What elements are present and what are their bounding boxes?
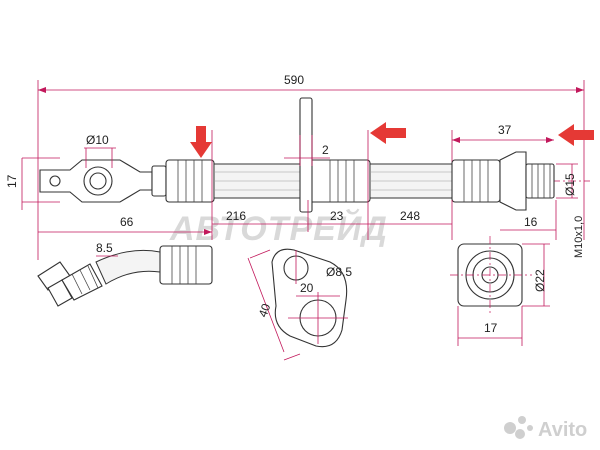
eye-fitting: Ø10 — [39, 133, 153, 203]
span-216-label: 216 — [226, 209, 246, 223]
span-dimensions: 66 216 23 248 16 — [38, 130, 557, 240]
hex-end-view: Ø22 17 — [450, 236, 550, 346]
arrow-left-icon — [558, 124, 594, 146]
hex-width-label: 17 — [484, 321, 498, 335]
left-height-label: 17 — [5, 174, 19, 188]
bracket-thickness-dimension: 2 — [284, 135, 330, 166]
thread-label: M10x1,0 — [573, 216, 585, 258]
arrow-left-icon — [370, 122, 406, 144]
left-height-dimension: 17 — [5, 157, 60, 210]
arrow-down-icon — [190, 126, 212, 158]
hose-assembly — [151, 97, 555, 213]
bracket-width-label: 20 — [300, 281, 314, 295]
bracket-detail-view: Ø8.5 20 40 — [247, 248, 352, 361]
overall-dimension: 590 — [37, 73, 585, 260]
watermark: АВТОТРЕЙД — [169, 209, 388, 248]
avito-logo-icon: Avito — [504, 416, 587, 441]
span-248-label: 248 — [400, 209, 420, 223]
fitting-diameter-label: Ø15 — [563, 173, 577, 196]
end-length-label: 37 — [498, 123, 512, 137]
span-16-label: 16 — [524, 215, 538, 229]
span-23-label: 23 — [330, 209, 344, 223]
bend-size-label: 8.5 — [96, 241, 113, 255]
hex-diameter-label: Ø22 — [533, 269, 547, 292]
bent-end-view: 8.5 — [37, 241, 213, 307]
bracket-length-label: 40 — [256, 301, 274, 319]
bracket-hole-label: Ø8.5 — [326, 265, 352, 279]
end-length-dimension: 37 — [451, 123, 554, 170]
avito-logo-text: Avito — [538, 419, 587, 441]
overall-length-label: 590 — [284, 73, 304, 87]
eye-diameter-label: Ø10 — [86, 133, 109, 147]
left-span-label: 66 — [120, 215, 134, 229]
thread-dimensions: Ø15 M10x1,0 — [556, 163, 585, 258]
bracket-thickness-label: 2 — [322, 143, 329, 157]
